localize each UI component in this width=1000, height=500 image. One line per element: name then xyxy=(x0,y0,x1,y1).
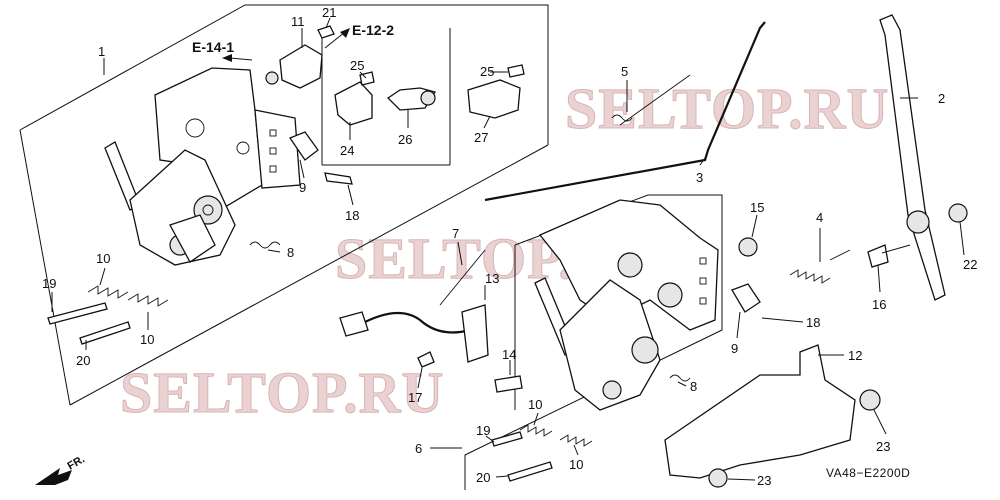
callout-13: 13 xyxy=(485,271,499,286)
callout-8: 8 xyxy=(287,245,294,260)
callout-16: 16 xyxy=(872,297,886,312)
assembly-box-1 xyxy=(19,4,549,406)
springs-right xyxy=(491,374,691,482)
part-9-left xyxy=(289,131,353,185)
callout-27: 27 xyxy=(474,130,488,145)
callout-5: 5 xyxy=(621,64,628,79)
callout-3: 3 xyxy=(696,170,703,185)
spring-4 xyxy=(789,249,851,284)
callout-21: 21 xyxy=(322,5,336,20)
callout-4: 4 xyxy=(816,210,823,225)
lever-arm-2 xyxy=(867,14,968,301)
callout-23: 23 xyxy=(757,473,771,488)
callout-12: 12 xyxy=(848,348,862,363)
callout-18: 18 xyxy=(806,315,820,330)
callout-19: 19 xyxy=(42,276,56,291)
right-control-bracket xyxy=(534,199,761,411)
callout-25: 25 xyxy=(480,64,494,79)
callout-23: 23 xyxy=(876,439,890,454)
reference-e12-2: E-12-2 xyxy=(352,22,394,38)
diagram-code: VA48−E2200D xyxy=(826,466,910,480)
callout-24: 24 xyxy=(340,143,354,158)
callout-10: 10 xyxy=(569,457,583,472)
cable-assembly xyxy=(339,249,523,393)
callout-11: 11 xyxy=(291,14,305,29)
callout-9: 9 xyxy=(299,180,306,195)
callout-6: 6 xyxy=(415,441,422,456)
callout-10: 10 xyxy=(528,397,542,412)
callout-19: 19 xyxy=(476,423,490,438)
plate-12 xyxy=(664,344,881,488)
part-11-assembly xyxy=(222,25,350,89)
callout-7: 7 xyxy=(452,226,459,241)
callout-18: 18 xyxy=(345,208,359,223)
callout-26: 26 xyxy=(398,132,412,147)
callout-22: 22 xyxy=(963,257,977,272)
front-marker: FR. xyxy=(35,453,87,485)
callout-14: 14 xyxy=(502,347,516,362)
springs-left xyxy=(47,241,281,345)
callout-25: 25 xyxy=(350,58,364,73)
left-control-bracket xyxy=(104,67,301,266)
rods xyxy=(484,21,766,202)
callout-1: 1 xyxy=(98,44,105,59)
callout-17: 17 xyxy=(408,390,422,405)
callout-15: 15 xyxy=(750,200,764,215)
callouts: 1 2 3 4 5 6 7 8 8 9 9 10 10 10 10 11 12 … xyxy=(42,5,977,488)
callout-2: 2 xyxy=(938,91,945,106)
reference-e14-1: E-14-1 xyxy=(192,39,234,55)
front-label: FR. xyxy=(66,453,87,472)
callout-9: 9 xyxy=(731,341,738,356)
parts-24-27 xyxy=(334,64,525,126)
leader-lines xyxy=(51,17,965,481)
callout-20: 20 xyxy=(76,353,90,368)
watermark-text: SELTOP.RU xyxy=(565,76,889,141)
callout-20: 20 xyxy=(476,470,490,485)
callout-10: 10 xyxy=(140,332,154,347)
callout-8: 8 xyxy=(690,379,697,394)
watermark-text: SELTOP.RU xyxy=(120,360,444,425)
callout-10: 10 xyxy=(96,251,110,266)
